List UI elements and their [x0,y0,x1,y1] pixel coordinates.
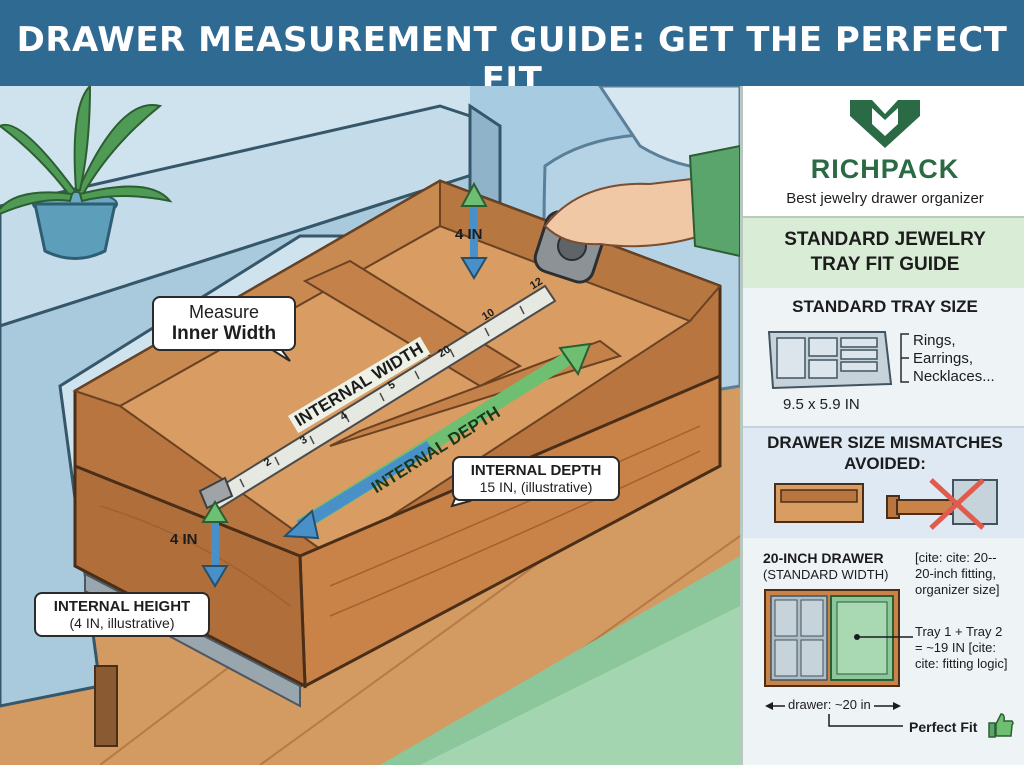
cite-note-line: [cite: cite: 20-- [915,550,997,565]
cite-note-line: 20-inch fitting, [915,566,996,581]
callout-title: INTERNAL HEIGHT [53,598,191,615]
drawer-subtitle: (STANDARD WIDTH) [763,567,889,582]
tray-bracket-icon [900,333,909,383]
brand-tagline: Best jewelry drawer organizer [786,190,984,207]
callout-value: 15 IN, (illustrative) [479,479,593,496]
callout-internal-depth: INTERNAL DEPTH 15 IN, (illustrative) [452,456,620,502]
tray-item: Rings, [913,332,956,349]
mismatch-x-icon [886,478,998,530]
page-title: DRAWER MEASUREMENT GUIDE: GET THE PERFEC… [16,20,1008,100]
standard-tray-section: STANDARD TRAY SIZE Rings, Earrings, Neck… [743,288,1024,426]
thumbs-up-icon [988,713,1014,738]
mismatch-title-line: AVOIDED: [844,454,926,473]
drawer-icon [774,483,864,523]
cite-note-line: organizer size] [915,582,1000,597]
mismatch-section: DRAWER SIZE MISMATCHES AVOIDED: [743,426,1024,540]
fit-guide-panel: RICHPACK Best jewelry drawer organizer S… [740,86,1024,765]
callout-line: Measure [188,302,260,322]
brand-section: RICHPACK Best jewelry drawer organizer [743,86,1024,216]
height-label-back: 4 IN [455,226,483,243]
callout-title: INTERNAL DEPTH [470,462,602,479]
tray-sum-line: cite: fitting logic] [915,656,1008,671]
tray-item: Earrings, [913,350,974,367]
mismatch-title: DRAWER SIZE MISMATCHES AVOIDED: [743,432,1024,474]
drawer-with-trays-icon [764,589,900,687]
perfect-fit-label: Perfect Fit [909,719,978,735]
title-banner: DRAWER MEASUREMENT GUIDE: GET THE PERFEC… [0,0,1024,100]
connector-line-icon [828,714,903,727]
guide-title-section: STANDARD JEWELRY TRAY FIT GUIDE [743,216,1024,292]
guide-title-line: STANDARD JEWELRY [784,229,986,250]
tray-item: Necklaces... [913,368,995,385]
callout-line: Inner Width [171,322,277,344]
callout-internal-height: INTERNAL HEIGHT (4 IN, illustrative) [34,592,210,638]
drawer-width-label: drawer: ~20 in [785,696,874,714]
scene-artwork [0,86,740,765]
tray-size: 9.5 x 5.9 IN [783,396,860,413]
richpack-logo-icon [850,100,920,148]
tray-section-title: STANDARD TRAY SIZE [792,297,978,316]
tray-sum-line: = ~19 IN [cite: [915,640,996,655]
guide-title: STANDARD JEWELRY TRAY FIT GUIDE [743,227,1024,277]
jewelry-tray-icon [767,331,893,390]
drawer-fit-section: 20-INCH DRAWER (STANDARD WIDTH) [cite: c… [743,538,1024,765]
height-label-front: 4 IN [170,531,198,548]
mismatch-title-line: DRAWER SIZE MISMATCHES [767,433,1003,452]
drawer-title: 20-INCH DRAWER [763,550,884,566]
drawer-illustration: 12 10 20 5 4 3 2 INTERNAL WIDTH INTERNAL… [0,86,740,765]
brand-name: RICHPACK [810,154,960,184]
guide-title-line: TRAY FIT GUIDE [810,254,960,275]
cite-note: [cite: cite: 20-- 20-inch fitting, organ… [915,550,1000,598]
callout-measure-inner-width: Measure Inner Width [152,296,296,351]
pointer-line-icon [854,634,913,640]
callout-value: (4 IN, illustrative) [69,615,175,632]
tray-sum-line: Tray 1 + Tray 2 [915,624,1003,639]
tray-sum-note: Tray 1 + Tray 2 = ~19 IN [cite: cite: fi… [915,624,1008,672]
